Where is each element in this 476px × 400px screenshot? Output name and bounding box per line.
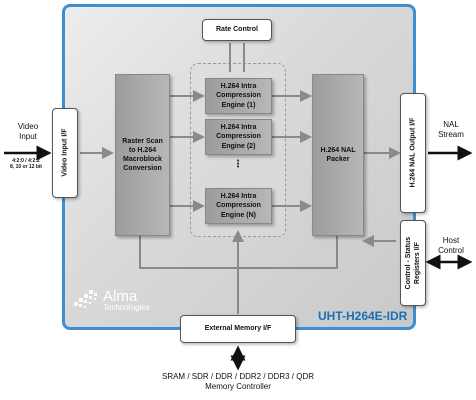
memory-bus-right [238,236,338,269]
nal-packer-block: H.264 NAL Packer [312,74,364,236]
host-control-label: Host Control [438,236,464,255]
control-status-if-label: Control - Status Registers I/F [404,236,421,290]
nal-output-if-label: H.264 NAL Output I/F [409,118,417,188]
core-name-label: UHT-H264E-IDR [318,309,408,323]
compression-engine-2-block: H.264 Intra Compression Engine (2) [205,119,272,155]
video-input-label: Video Input [17,122,39,141]
memory-bus-left [139,236,238,269]
control-status-if-block: Control - Status Registers I/F [400,220,426,306]
input-formats-label: 4:2:0 / 4:2:2 8, 10 or 12 bit [10,158,42,170]
raster-scan-block: Raster Scan to H.264 Macroblock Conversi… [115,74,170,236]
alma-logo-subtitle: Technologies [103,302,150,312]
memory-controller-label: SRAM / SDR / DDR / DDR2 / DDR3 / QDR Mem… [161,372,314,391]
nal-stream-label: NAL Stream [438,120,464,139]
external-memory-if-block: External Memory I/F [180,315,296,343]
alma-logo-mark-icon [74,290,97,308]
compression-engine-n-block: H.264 Intra Compression Engine (N) [205,188,272,224]
rate-control-block: Rate Control [202,19,272,41]
nal-output-if-block: H.264 NAL Output I/F [400,93,426,213]
compression-engine-1-block: H.264 Intra Compression Engine (1) [205,78,272,114]
more-engines-ellipsis: ⋮ [233,159,243,170]
video-input-if-block: Video Input I/F [52,108,78,198]
alma-logo-word: Alma [103,287,138,305]
alma-logo: Alma Technologies [72,286,150,314]
video-input-if-label: Video Input I/F [61,128,69,178]
